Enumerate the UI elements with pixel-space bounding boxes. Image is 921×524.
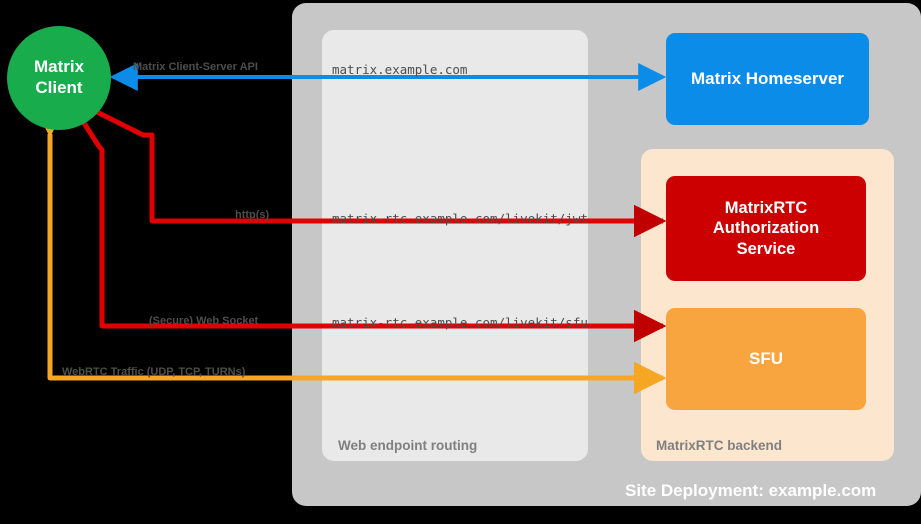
web-endpoint-routing-caption: Web endpoint routing [338, 438, 478, 453]
edge-label-webrtc-traffic: WebRTC Traffic (UDP, TCP, TURNs) [62, 366, 246, 378]
matrixrtc-backend-caption: MatrixRTC backend [656, 438, 783, 453]
endpoint-livekit-sfu: matrix-rtc.example.com/livekit/sfu [332, 315, 588, 330]
node-matrix-homeserver[interactable]: Matrix Homeserver [666, 33, 869, 125]
node-matrix-client[interactable]: Matrix Client [7, 26, 111, 130]
matrix-client-label-line2: Client [35, 78, 83, 97]
edge-label-web-socket: (Secure) Web Socket [149, 315, 259, 327]
edge-https-jwt [63, 84, 667, 238]
edge-webrtc-sfu [33, 104, 667, 395]
site-deployment-caption: Site Deployment: example.com [625, 481, 877, 500]
matrix-homeserver-label: Matrix Homeserver [690, 69, 845, 89]
endpoint-matrix-example-com: matrix.example.com [332, 62, 468, 77]
endpoint-livekit-jwt: matrix-rtc.example.com/livekit/jwt [332, 211, 588, 226]
auth-service-label-line1: MatrixRTC [724, 198, 808, 217]
node-matrixrtc-authorization-service[interactable]: MatrixRTC Authorization Service [666, 176, 866, 281]
node-sfu[interactable]: SFU [666, 308, 866, 410]
matrix-client-label-line1: Matrix [33, 57, 85, 77]
auth-service-label-line2: Authorization [712, 219, 820, 238]
sfu-label: SFU [749, 349, 783, 369]
edge-label-https: http(s) [235, 209, 270, 221]
auth-service-label-line3: Service [736, 239, 796, 258]
edge-label-client-server-api: Matrix Client-Server API [133, 61, 258, 73]
